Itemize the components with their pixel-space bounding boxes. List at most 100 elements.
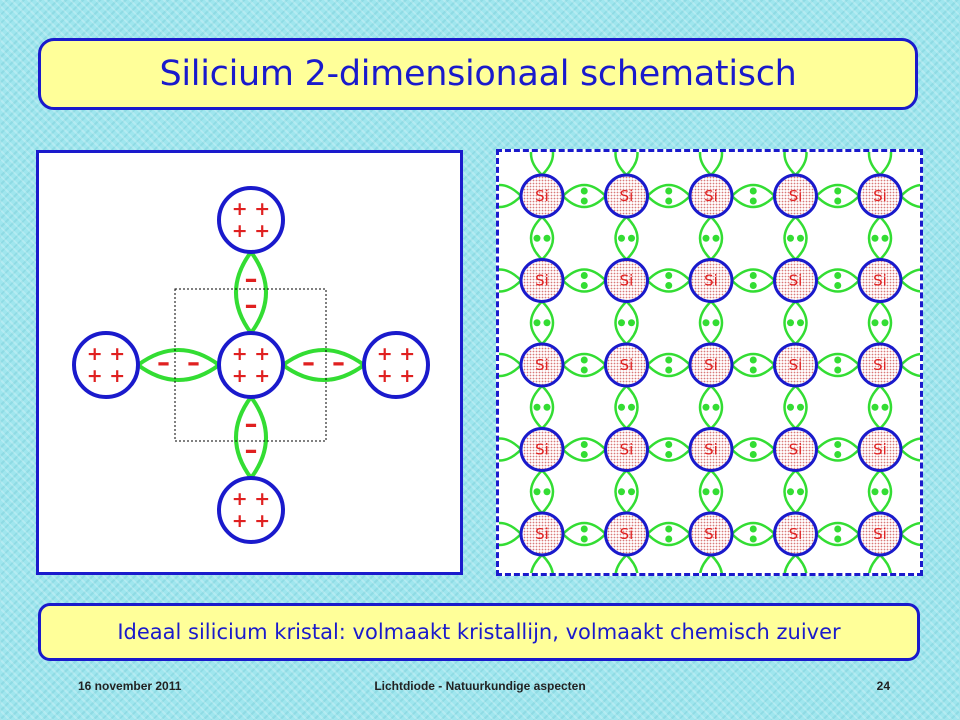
electron-dot bbox=[580, 441, 588, 448]
lattice-bond bbox=[899, 184, 920, 208]
lattice-bond bbox=[499, 437, 523, 462]
si-atom-label: Si bbox=[620, 272, 634, 290]
si-atom bbox=[604, 173, 649, 219]
title-box: Silicium 2-dimensionaal schematisch bbox=[38, 38, 918, 110]
si-atom-label: Si bbox=[873, 187, 887, 205]
electron-dot bbox=[618, 319, 625, 327]
electron-dot bbox=[712, 488, 720, 496]
core-charge: + + bbox=[232, 488, 270, 510]
electron-dot bbox=[787, 319, 794, 327]
electron-dot bbox=[580, 187, 588, 195]
electron-dot bbox=[702, 488, 710, 496]
si-atom bbox=[857, 511, 903, 557]
lattice-bond bbox=[699, 553, 723, 573]
electron-dot bbox=[628, 319, 635, 327]
electron-dot bbox=[749, 525, 757, 533]
electron-dot bbox=[533, 488, 541, 496]
electron-dot bbox=[543, 319, 551, 327]
si-atom bbox=[688, 173, 734, 219]
electron-dot bbox=[618, 403, 625, 411]
footer-page-number: 24 bbox=[876, 679, 890, 693]
caption-box: Ideaal silicium kristal: volmaakt krista… bbox=[38, 603, 920, 661]
bond-electron: – bbox=[245, 436, 258, 466]
si-atom-label: Si bbox=[704, 187, 718, 205]
electron-dot bbox=[749, 187, 757, 195]
electron-dot bbox=[702, 234, 710, 242]
electron-dot bbox=[787, 488, 794, 496]
electron-dot bbox=[702, 403, 710, 411]
si-atom bbox=[519, 511, 565, 557]
si-atom-label: Si bbox=[535, 272, 549, 290]
electron-dot bbox=[881, 319, 889, 327]
si-atom-label: Si bbox=[704, 441, 718, 459]
electron-dot bbox=[580, 197, 588, 205]
si-atom-label: Si bbox=[704, 356, 718, 374]
single-atom-diagram-panel: ––––––––+ ++ ++ ++ ++ ++ ++ ++ ++ ++ + bbox=[36, 150, 463, 575]
electron-dot bbox=[881, 403, 889, 411]
electron-dot bbox=[749, 356, 757, 364]
bond-electron: – bbox=[245, 410, 258, 440]
electron-dot bbox=[665, 272, 673, 279]
lattice-bond bbox=[868, 553, 892, 573]
electron-dot bbox=[834, 187, 842, 195]
electron-dot bbox=[749, 282, 757, 289]
electron-dot bbox=[797, 488, 804, 496]
atom-core-left bbox=[72, 331, 140, 399]
lattice-bond bbox=[499, 521, 523, 547]
si-atom-label: Si bbox=[789, 272, 803, 290]
caption-text: Ideaal silicium kristal: volmaakt krista… bbox=[117, 620, 841, 644]
electron-dot bbox=[749, 197, 757, 205]
si-atom bbox=[857, 258, 903, 303]
electron-dot bbox=[881, 488, 889, 496]
si-atom-label: Si bbox=[704, 272, 718, 290]
si-atom bbox=[857, 173, 903, 219]
si-atom bbox=[604, 342, 649, 388]
electron-dot bbox=[834, 272, 842, 279]
electron-dot bbox=[871, 234, 879, 242]
electron-dot bbox=[834, 535, 842, 543]
si-atom-label: Si bbox=[789, 525, 803, 543]
si-atom bbox=[688, 342, 734, 388]
electron-dot bbox=[628, 403, 635, 411]
lattice-bond bbox=[614, 553, 639, 573]
core-charge: + + bbox=[377, 365, 415, 387]
lattice-bond bbox=[698, 152, 724, 177]
electron-dot bbox=[543, 488, 551, 496]
electron-dot bbox=[881, 234, 889, 242]
bond-right bbox=[279, 348, 368, 382]
electron-dot bbox=[797, 403, 804, 411]
electron-dot bbox=[749, 535, 757, 543]
single-atom-diagram: ––––––––+ ++ ++ ++ ++ ++ ++ ++ ++ ++ + bbox=[72, 186, 430, 544]
atom-core-bottom bbox=[217, 476, 285, 544]
lattice-bond bbox=[899, 522, 920, 546]
si-atom bbox=[688, 427, 734, 472]
lattice-bond bbox=[899, 268, 920, 293]
electron-dot bbox=[543, 234, 551, 242]
electron-dot bbox=[665, 451, 673, 458]
atom-core-right bbox=[362, 331, 430, 399]
lattice-bond bbox=[899, 437, 920, 462]
electron-dot bbox=[712, 403, 720, 411]
si-atom-label: Si bbox=[873, 356, 887, 374]
si-atom bbox=[773, 427, 818, 472]
lattice-bond bbox=[899, 353, 920, 377]
electron-dot bbox=[580, 282, 588, 289]
electron-dot bbox=[712, 234, 720, 242]
electron-dot bbox=[580, 356, 588, 364]
bond-electron: – bbox=[332, 348, 345, 378]
bond-electron: – bbox=[245, 291, 258, 321]
electron-dot bbox=[702, 319, 710, 327]
si-atom-label: Si bbox=[535, 187, 549, 205]
lattice-bond bbox=[530, 553, 554, 573]
electron-dot bbox=[533, 319, 541, 327]
electron-dot bbox=[797, 319, 804, 327]
lattice-bond bbox=[499, 352, 523, 378]
si-atom bbox=[519, 258, 565, 303]
core-charge: + + bbox=[232, 510, 270, 532]
electron-dot bbox=[618, 234, 625, 242]
si-atom bbox=[519, 342, 565, 388]
si-atom-label: Si bbox=[620, 356, 634, 374]
electron-dot bbox=[628, 234, 635, 242]
si-atom-label: Si bbox=[789, 187, 803, 205]
